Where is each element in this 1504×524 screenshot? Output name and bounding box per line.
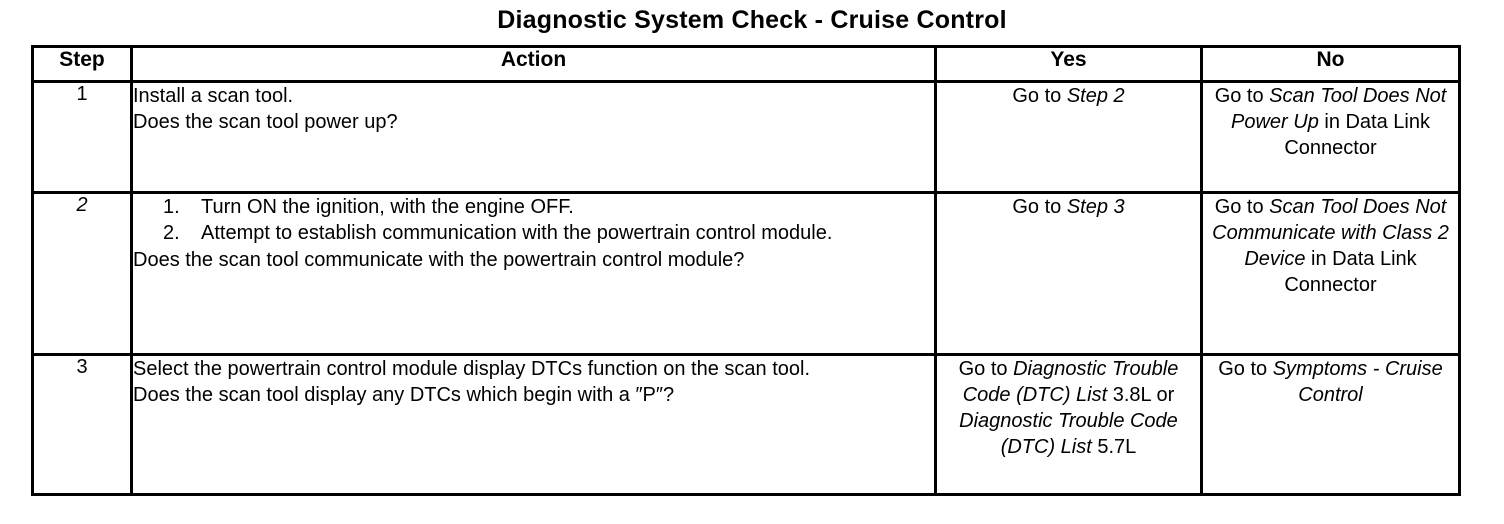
yes-cell: Go to Diagnostic Trouble Code (DTC) List… [934,353,1203,496]
plain-text: Go to [1012,196,1067,218]
reference-title: Diagnostic Trouble Code (DTC) List [959,410,1178,458]
plain-text: in Data Link Connector [1284,111,1430,159]
action-step-item: 1. Turn ON the ignition, with the engine … [163,194,934,220]
table-header-row: Step Action Yes No [31,45,1461,83]
table-row: 2 1. Turn ON the ignition, with the engin… [31,191,1461,356]
plain-text: Go to [1214,85,1270,107]
list-marker: 1. [163,196,180,218]
column-header-step: Step [31,45,133,83]
reference-title: Diagnostic Trouble Code (DTC) List [962,358,1179,406]
action-step-list: 1. Turn ON the ignition, with the engine … [163,194,934,247]
step-number: 1 [76,83,88,105]
column-header-yes: Yes [934,45,1203,83]
table-row: 1 Install a scan tool. Does the scan tool… [31,80,1461,194]
table-row: 3 Select the powertrain control module d… [31,353,1461,496]
no-cell: Go to Scan Tool Does Not Power Up in Dat… [1200,80,1461,194]
plain-text: Go to [1214,196,1270,218]
action-step-text: Turn ON the ignition, with the engine OF… [201,196,574,218]
action-cell: Select the powertrain control module dis… [130,353,937,496]
diagnostic-table: Step Action Yes No 1 Install a scan tool… [31,45,1461,496]
step-number: 2 [76,194,88,216]
plain-text: Go to [958,358,1014,380]
action-line: Does the scan tool power up? [133,111,398,134]
reference-title: Symptoms - Cruise Control [1272,358,1443,406]
step-number-cell: 1 [31,80,133,194]
step-number-cell: 3 [31,353,133,496]
reference-title: Step 3 [1066,196,1125,218]
reference-title: Scan Tool Does Not Communicate with Clas… [1212,196,1449,270]
plain-text: Go to [1218,358,1273,380]
action-line: Does the scan tool display any DTCs whic… [133,384,675,407]
action-line: Does the scan tool communicate with the … [133,248,745,271]
reference-title: Step 2 [1066,85,1125,107]
action-cell: 1. Turn ON the ignition, with the engine … [130,191,937,356]
plain-text: Go to [1012,85,1067,107]
plain-text: 5.7L [1091,436,1137,458]
plain-text: in Data Link Connector [1284,248,1417,296]
action-line: Select the powertrain control module dis… [133,358,811,380]
column-header-no: No [1200,45,1461,83]
action-cell: Install a scan tool. Does the scan tool p… [130,80,937,194]
action-step-item: 2. Attempt to establish communication wit… [163,220,934,246]
page-title: Diagnostic System Check - Cruise Control [497,6,1007,34]
list-marker: 2. [163,222,180,245]
step-number: 3 [76,356,88,378]
no-cell: Go to Scan Tool Does Not Communicate wit… [1200,191,1461,356]
reference-title: Scan Tool Does Not Power Up [1231,85,1447,133]
column-header-action: Action [130,45,937,83]
no-cell: Go to Symptoms - Cruise Control [1200,353,1461,496]
yes-cell: Go to Step 3 [934,191,1203,356]
plain-text: 3.8L or [1107,384,1175,406]
action-line: Install a scan tool. [133,85,294,107]
yes-cell: Go to Step 2 [934,80,1203,194]
table-body: 1 Install a scan tool. Does the scan tool… [31,80,1461,496]
action-step-text: Attempt to establish communication with … [201,222,833,245]
step-number-cell: 2 [31,191,133,356]
